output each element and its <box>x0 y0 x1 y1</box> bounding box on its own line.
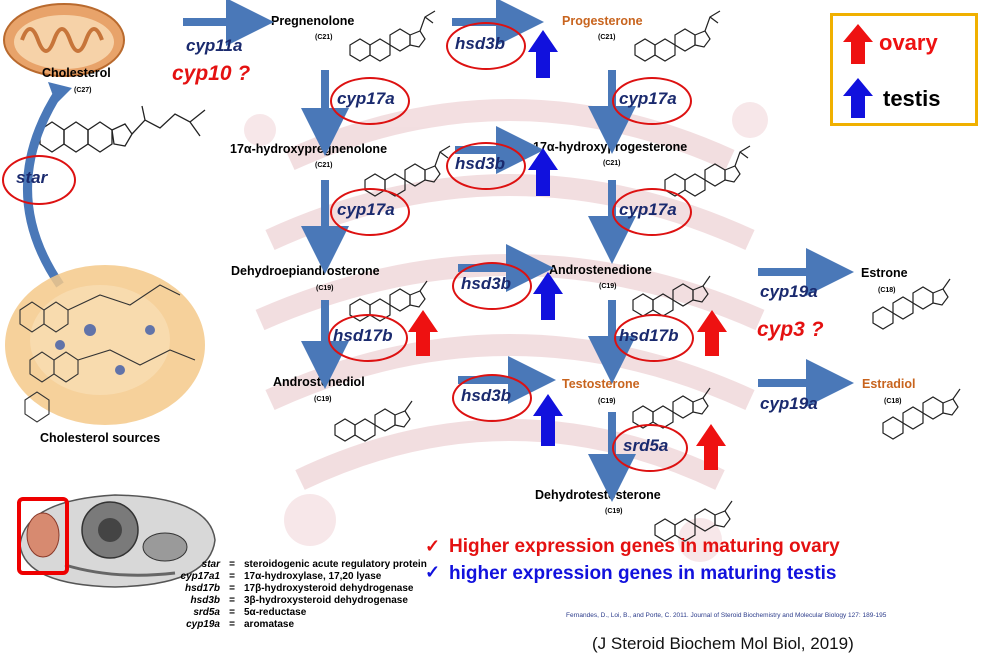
ovary-check-mark: ✓ <box>425 536 441 556</box>
abbreviation-row: cyp17a1=17α-hydroxylase, 17,20 lyase <box>180 571 382 582</box>
androstenedione-label: Androstenedione <box>549 263 652 277</box>
dhea-carbon: (C19) <box>316 285 334 292</box>
cholesterol-sources-image <box>5 265 205 425</box>
key-ovary-label: ovary <box>879 30 938 55</box>
androstenedione-carbon: (C19) <box>599 283 617 290</box>
srd5a-ellipse <box>612 424 688 472</box>
cyp11a-gene-label: cyp11a <box>186 36 243 55</box>
abbreviation-row: star=steroidogenic acute regulatory prot… <box>201 559 427 570</box>
hsd3b-ellipse-3 <box>452 262 532 310</box>
dihydrotestosterone-carbon: (C19) <box>605 508 623 515</box>
progesterone-label: Progesterone <box>562 14 643 28</box>
abbreviation-row: cyp19a=aromatase <box>186 619 295 630</box>
hsd3b-ellipse-4 <box>452 374 532 422</box>
cholesterol-structure <box>39 105 206 153</box>
cyp17a-gene-label-4: cyp17a <box>619 200 677 219</box>
progesterone-structure <box>634 10 721 62</box>
mitochondrion-image <box>3 3 125 77</box>
cyp3-gene-label: cyp3 ? <box>757 318 824 341</box>
cyp17a-ellipse-4 <box>612 188 692 236</box>
cholesterol-carbon: (C27) <box>74 87 92 94</box>
androstenedione-structure <box>632 275 711 317</box>
cyp10-gene-label: cyp10 ? <box>172 62 251 85</box>
pregnenolone-structure <box>349 10 436 62</box>
androstenediol-structure <box>334 400 413 442</box>
cyp19a-gene-label-1: cyp19a <box>760 282 818 301</box>
hsd3b-ellipse-1 <box>446 22 526 70</box>
testis-expression-note: higher expression genes in maturing test… <box>449 563 837 584</box>
expression-key-box: ovary testis <box>830 13 978 126</box>
hsd17b-ellipse-2 <box>614 314 694 362</box>
estradiol-label: Estradiol <box>862 377 916 391</box>
cell-illustration <box>17 494 216 588</box>
abbreviation-row: srd5a=5α-reductase <box>193 607 307 618</box>
cyp19a-gene-label-2: cyp19a <box>760 394 818 413</box>
testosterone-structure <box>632 387 711 429</box>
cyp17a-gene-label-3: cyp17a <box>337 200 395 219</box>
hsd3b-gene-label-4: hsd3b <box>461 386 512 405</box>
hsd3b-ellipse-2 <box>446 142 526 190</box>
abbreviation-row: hsd3b=3β-hydroxysteroid dehydrogenase <box>190 595 408 606</box>
source-reference: Fernandes, D., Loi, B., and Porte, C. 20… <box>566 612 887 619</box>
hsd17b-ellipse-1 <box>328 314 408 362</box>
hsd17b-gene-label-2: hsd17b <box>619 326 679 345</box>
dihydrotestosterone-structure <box>654 500 733 542</box>
estrone-carbon: (C18) <box>878 287 896 294</box>
estrone-structure <box>872 278 951 330</box>
pregnenolone-label: Pregnenolone <box>271 14 355 28</box>
hydroxyprogesterone-carbon: (C21) <box>603 160 621 167</box>
testis-up-arrow-icon <box>843 78 873 118</box>
cholesterol-label: Cholesterol <box>42 66 111 80</box>
star-gene-label: star <box>16 168 48 187</box>
hsd3b-gene-label-3: hsd3b <box>461 274 512 293</box>
estradiol-carbon: (C18) <box>884 398 902 405</box>
hsd3b-gene-label-1: hsd3b <box>455 34 506 53</box>
androstenediol-carbon: (C19) <box>314 396 332 403</box>
estradiol-structure <box>882 388 961 440</box>
key-testis-label: testis <box>883 86 941 111</box>
progesterone-carbon: (C21) <box>598 34 616 41</box>
star-gene-ellipse <box>2 155 76 205</box>
testosterone-carbon: (C19) <box>598 398 616 405</box>
ovary-expression-note: Higher expression genes in maturing ovar… <box>449 536 840 557</box>
cyp17a-ellipse-2 <box>612 77 692 125</box>
cyp17a-ellipse-1 <box>330 77 410 125</box>
testis-check-mark: ✓ <box>425 562 441 582</box>
citation: (J Steroid Biochem Mol Biol, 2019) <box>592 634 854 653</box>
cholesterol-sources-label: Cholesterol sources <box>40 431 161 445</box>
cyp17a-gene-label-1: cyp17a <box>337 89 395 108</box>
cyp17a-ellipse-3 <box>330 188 410 236</box>
ovary-up-arrow-icon <box>843 24 873 64</box>
hsd3b-gene-label-2: hsd3b <box>455 154 506 173</box>
hsd17b-gene-label-1: hsd17b <box>333 326 393 345</box>
pregnenolone-carbon: (C21) <box>315 34 333 41</box>
hydroxypregnenolone-carbon: (C21) <box>315 162 333 169</box>
estrone-label: Estrone <box>861 266 908 280</box>
abbreviation-row: hsd17b=17β-hydroxysteroid dehydrogenase <box>184 583 414 594</box>
srd5a-gene-label: srd5a <box>623 436 669 455</box>
cyp17a-gene-label-2: cyp17a <box>619 89 677 108</box>
